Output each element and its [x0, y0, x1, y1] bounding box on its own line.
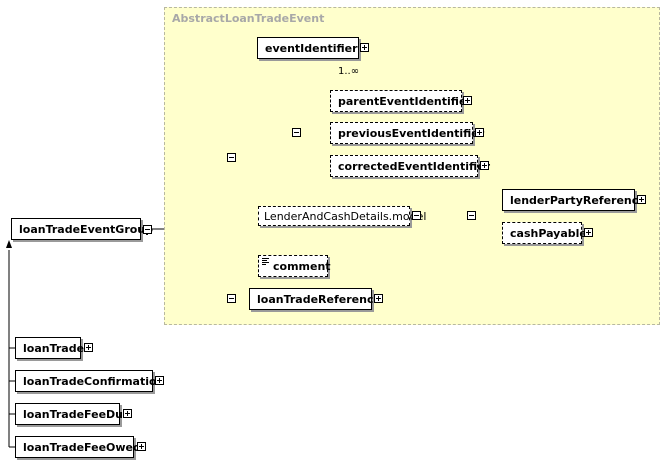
- collapse-icon[interactable]: [412, 211, 421, 220]
- documentation-icon: [262, 258, 269, 265]
- expand-icon[interactable]: [475, 128, 484, 137]
- expand-icon[interactable]: [84, 343, 93, 352]
- node-label: cashPayable: [510, 226, 587, 240]
- expand-icon[interactable]: [155, 376, 164, 385]
- expand-icon[interactable]: [374, 294, 383, 303]
- collapse-icon[interactable]: [143, 225, 152, 234]
- group-title: AbstractLoanTradeEvent: [172, 12, 325, 25]
- node-label: lenderPartyReference: [510, 193, 646, 207]
- derived-type-node[interactable]: loanTradeConfirmation: [15, 370, 164, 392]
- node-label: eventIdentifier: [265, 41, 358, 55]
- node-label: previousEventIdentifier: [338, 126, 485, 140]
- node-label: loanTradeEventGroup: [19, 222, 154, 236]
- node-label: loanTradeReference: [257, 292, 381, 306]
- collapse-icon[interactable]: [227, 294, 236, 303]
- expand-icon[interactable]: [360, 43, 369, 52]
- lender-and-cash-details-model-node[interactable]: LenderAndCashDetails.model: [258, 206, 426, 226]
- occurrence-label: 1..∞: [338, 66, 360, 77]
- loan-trade-reference-node[interactable]: loanTradeReference: [249, 288, 381, 310]
- expand-icon[interactable]: [584, 228, 593, 237]
- expand-icon[interactable]: [480, 161, 489, 170]
- derived-type-node[interactable]: loanTradeFeeDue: [15, 403, 130, 425]
- comment-node[interactable]: comment: [258, 255, 331, 277]
- node-label: correctedEventIdentifier: [338, 159, 491, 173]
- node-label: loanTrade: [23, 341, 85, 355]
- expand-icon[interactable]: [463, 96, 472, 105]
- node-label: loanTradeConfirmation: [23, 374, 165, 388]
- cash-payable-node[interactable]: cashPayable: [502, 222, 587, 244]
- expand-icon[interactable]: [137, 442, 146, 451]
- derived-type-node[interactable]: loanTradeFeeOwed: [15, 436, 141, 458]
- loan-trade-event-group-node[interactable]: loanTradeEventGroup: [11, 218, 153, 240]
- expand-icon[interactable]: [123, 409, 132, 418]
- node-label: LenderAndCashDetails.model: [264, 209, 427, 223]
- expand-icon[interactable]: [637, 195, 646, 204]
- collapse-icon[interactable]: [227, 153, 236, 162]
- node-label: loanTradeFeeOwed: [23, 440, 141, 454]
- parent-event-identifier-node[interactable]: parentEventIdentifier: [330, 90, 472, 112]
- node-label: comment: [273, 259, 331, 273]
- collapse-icon[interactable]: [292, 128, 301, 137]
- event-identifier-node[interactable]: eventIdentifier: [257, 37, 359, 59]
- previous-event-identifier-node[interactable]: previousEventIdentifier: [330, 122, 484, 144]
- derived-type-node[interactable]: loanTrade: [15, 337, 85, 359]
- collapse-icon[interactable]: [467, 211, 476, 220]
- lender-party-reference-node[interactable]: lenderPartyReference: [502, 189, 646, 211]
- corrected-event-identifier-node[interactable]: correctedEventIdentifier: [330, 155, 490, 177]
- node-label: loanTradeFeeDue: [23, 407, 131, 421]
- node-label: parentEventIdentifier: [338, 94, 472, 108]
